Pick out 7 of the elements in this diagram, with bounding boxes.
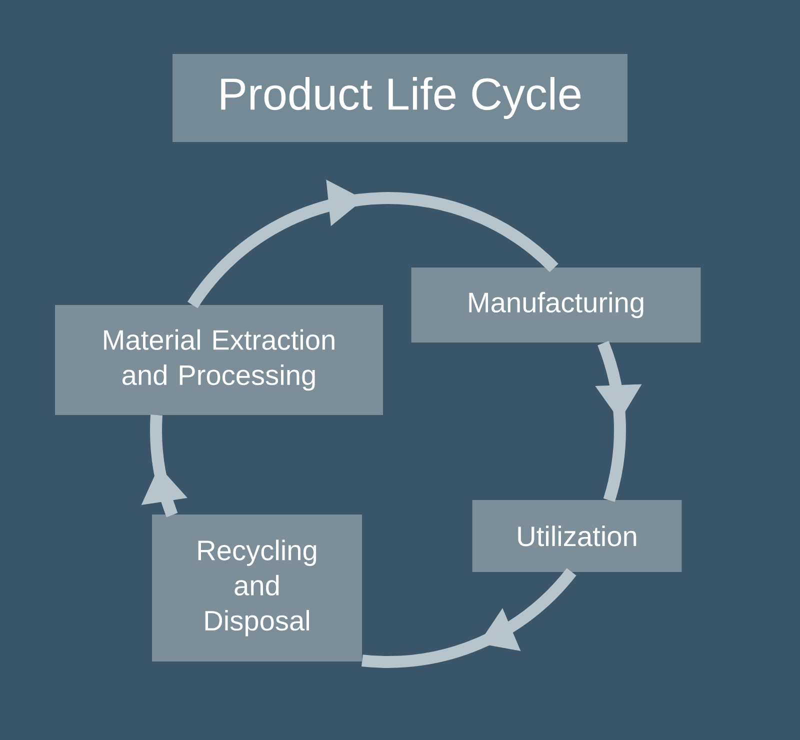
process-box: Recycling and Disposal	[152, 514, 362, 662]
title-box: Product Life Cycle	[172, 54, 628, 142]
arrow	[188, 180, 558, 308]
process-box: Material Extraction and Processing	[55, 304, 383, 415]
arrow	[362, 568, 576, 668]
process-box: Utilization	[472, 500, 682, 572]
process-box: Manufacturing	[411, 267, 701, 342]
